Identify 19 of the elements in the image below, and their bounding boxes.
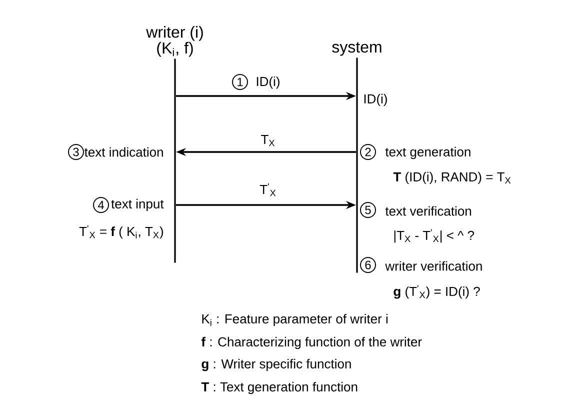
edge-label: T$^{'}$X <box>260 183 276 196</box>
edge-label: ID(i) <box>256 76 280 89</box>
step-number: 3 <box>68 144 84 160</box>
legend-text: K$_{i}$ : Feature parameter of writer i <box>202 314 388 326</box>
step-text: |T$_{X}$ - T$^{'}$$_{X}$| < ^ ? <box>394 229 474 243</box>
legend-text: f : Characterizing function of the writer <box>201 336 422 350</box>
step-number: 5 <box>360 202 376 218</box>
step-text: T$^{'}$$_{X}$ = f ( K$_{i}$, T$_{X}$) <box>79 225 163 239</box>
step-number: 2 <box>360 144 376 160</box>
step-text: text indication <box>84 147 163 157</box>
step-text: g (T$^{'}$$_{X}$) = ID(i) ? <box>394 285 480 299</box>
step-number: 1 <box>232 74 248 90</box>
step-number: 6 <box>360 257 376 273</box>
step-text: text input <box>111 198 164 212</box>
step-text: ID(i) <box>364 94 387 106</box>
edge-label: T$_{X}$ <box>261 135 275 146</box>
legend-text: T : Text generation function <box>201 382 358 394</box>
legend-text: g : Writer specific function <box>202 358 351 372</box>
step-number: 4 <box>93 197 109 213</box>
